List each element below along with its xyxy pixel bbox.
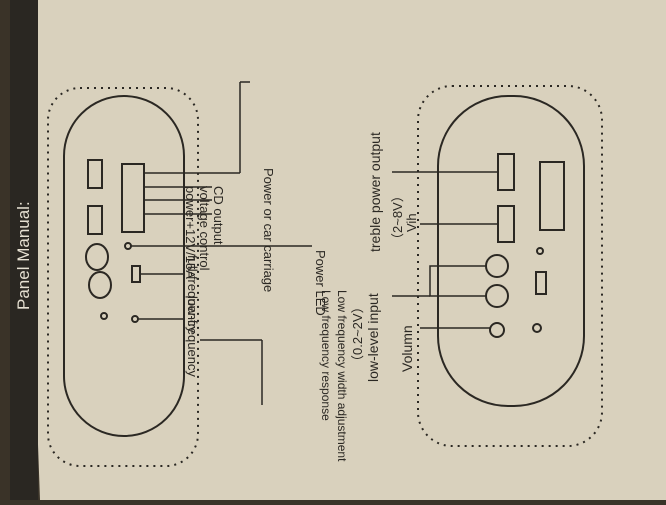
leader-low-input	[429, 265, 486, 297]
right-screw	[532, 323, 542, 333]
right-switch	[535, 271, 547, 295]
left-screw	[100, 312, 108, 320]
label-low-frequency: low-frequency	[185, 296, 200, 377]
label-power-led: Power LED	[313, 250, 328, 316]
label-voltage-control: voltage control	[197, 186, 212, 271]
left-switch-2	[87, 205, 103, 235]
label-vih: Vih	[404, 213, 419, 232]
label-cd-output: CD output	[211, 186, 226, 245]
label-low-freq-adjust: Low frequency width adjustment	[335, 290, 349, 462]
label-power-12v: power+12V/15A	[183, 186, 198, 279]
label-full-frequency: full-frequency	[185, 255, 200, 334]
left-knob-1	[85, 243, 109, 271]
left-panel-dotted-border	[47, 87, 199, 467]
panel-title: Panel Manual:	[14, 201, 33, 310]
label-treble-power: treble power output	[367, 132, 383, 252]
label-vih-range: （2~8V）	[390, 189, 405, 246]
left-switch-1	[87, 159, 103, 189]
display-window	[539, 161, 565, 231]
label-low-input-range: （0.2~2V）	[350, 300, 365, 368]
label-low-freq-response: Low frequency response	[319, 290, 333, 421]
right-panel-outline	[437, 95, 585, 407]
label-low-level-input: low-level input	[365, 293, 381, 382]
volume-knob	[489, 322, 505, 338]
power-connector	[121, 163, 145, 233]
label-power-carriage: Power or car carriage	[261, 168, 276, 292]
left-knob-2	[88, 271, 112, 299]
right-indicator	[536, 247, 544, 255]
left-panel-outline	[63, 95, 185, 437]
label-volume: Volumn	[399, 325, 415, 372]
header-band	[10, 0, 38, 500]
right-panel-dotted-border	[417, 85, 603, 447]
